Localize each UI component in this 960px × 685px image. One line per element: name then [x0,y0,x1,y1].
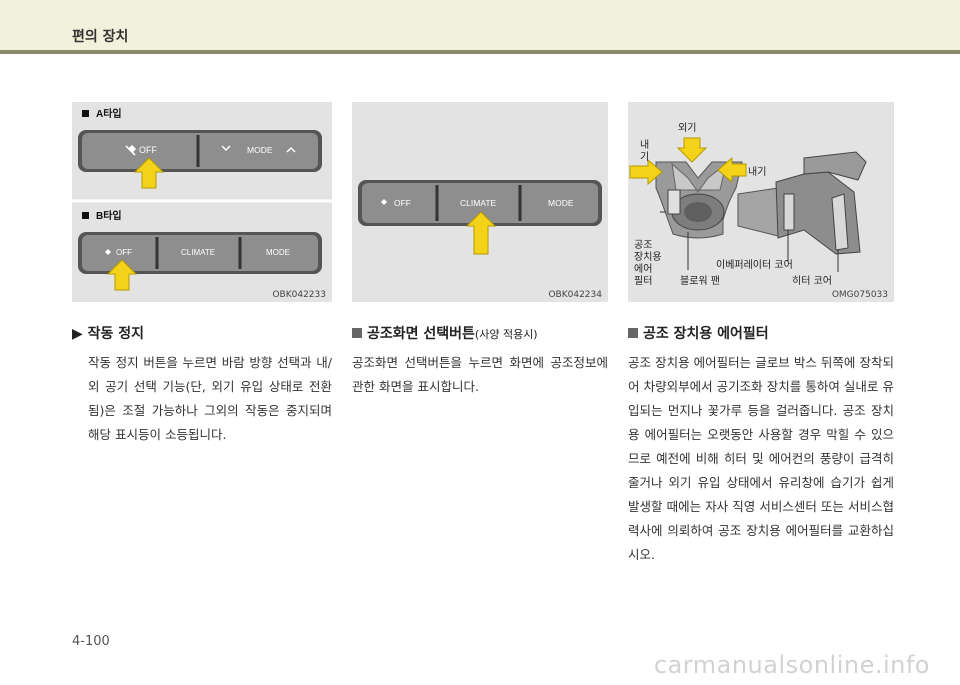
page-number: 4-100 [72,634,110,649]
blower-label: 블로워 팬 [680,274,720,287]
header-band [0,0,960,50]
type-b-label: B타입 [96,209,122,222]
type-a-fan-icon [125,144,137,156]
inside-air-right-arrow [717,156,747,184]
type-b-climate-label: CLIMATE [181,248,215,257]
section-heading: 공조화면 선택버튼(사양 적용시) [352,323,608,343]
square-bullet-icon [628,328,638,338]
figure-button-types: A타입 OFF MODE B타입 OFF CLIMATE MODE OBK042… [72,102,332,302]
filter-label-4: 필터 [634,275,652,287]
type-a-label: A타입 [96,107,122,120]
figure-air-filter-diagram: 외기 내 기 내기 공조 장치용 에어 필터 이베퍼레이터 코어 블로워 팬 히… [628,102,894,302]
climate-pointer-arrow [465,211,497,255]
off-label: OFF [394,198,411,208]
intake-funnel [671,162,727,193]
type-b-fan-icon [105,249,111,255]
chevron-up-icon [286,146,296,153]
section-body: 공조 장치용 에어필터는 글로브 박스 뒤쪽에 장착되어 차량외부에서 공기조화… [628,355,894,562]
evaporator-core [783,193,795,231]
section-heading: 공조 장치용 에어필터 [628,323,894,343]
watermark: carmanualsonline.info [653,651,930,679]
filter-label-2: 장치용 [634,251,662,263]
chapter-title: 편의 장치 [72,29,129,45]
heading-note: (사양 적용시) [474,328,538,341]
inside-air-left-label-1: 내 [640,139,649,151]
type-a-pointer-arrow [133,157,165,189]
section-body: 작동 정지 버튼을 누르면 바람 방향 선택과 내/외 공기 선택 기능(단, … [88,355,332,442]
figure-code: OBK042234 [548,290,602,300]
type-a-buttons [82,133,318,169]
type-b-bullet [82,212,89,219]
type-a-off-label: OFF [139,145,157,155]
figure-code: OBK042233 [272,290,326,300]
type-b-pointer-arrow [106,259,138,291]
outside-air-label: 외기 [678,122,696,134]
inside-air-left-arrow [629,158,663,186]
outside-air-arrow [676,137,708,163]
triangle-bullet-icon: ▶ [72,326,83,342]
type-b-off-label: OFF [116,248,132,257]
figure-code: OMG075033 [831,290,888,300]
section-air-filter: 공조 장치용 에어필터 공조 장치용 에어필터는 글로브 박스 뒤쪽에 장착되어… [628,323,894,567]
type-b-mode-label: MODE [266,248,290,257]
filter-label-1: 공조 [634,239,652,251]
mode-label: MODE [548,198,574,208]
fan-icon [381,199,387,205]
section-body: 공조화면 선택버튼을 누르면 화면에 공조정보에 관한 화면을 표시합니다. [352,355,608,394]
climate-buttons [362,183,598,223]
inside-air-left-label-2: 기 [640,151,649,163]
heading-text: 공조 장치용 에어필터 [643,326,769,342]
square-bullet-icon [352,328,362,338]
evaporator-label: 이베퍼레이터 코어 [716,259,793,271]
figure-climate-button: OFF CLIMATE MODE OBK042234 [352,102,608,302]
heading-text: 공조화면 선택버튼 [367,326,475,342]
filter [667,189,681,215]
heater-core [831,193,849,251]
outlet-duct [803,151,867,181]
section-heading: ▶ 작동 정지 [72,323,332,343]
heading-text: 작동 정지 [87,326,145,342]
section-climate-screen-button: 공조화면 선택버튼(사양 적용시) 공조화면 선택버튼을 누르면 화면에 공조정… [352,323,608,399]
climate-label: CLIMATE [460,198,497,208]
type-a-bullet [82,110,89,117]
chevron-down-icon [221,145,231,152]
section-operation-stop: ▶ 작동 정지 작동 정지 버튼을 누르면 바람 방향 선택과 내/외 공기 선… [72,323,332,447]
header-rule [0,50,960,54]
type-b-buttons [82,235,318,271]
type-a-mode-label: MODE [247,145,273,155]
heater-label: 히터 코어 [792,275,832,287]
filter-label-3: 에어 [634,263,652,275]
inside-air-right-label: 내기 [748,166,766,178]
